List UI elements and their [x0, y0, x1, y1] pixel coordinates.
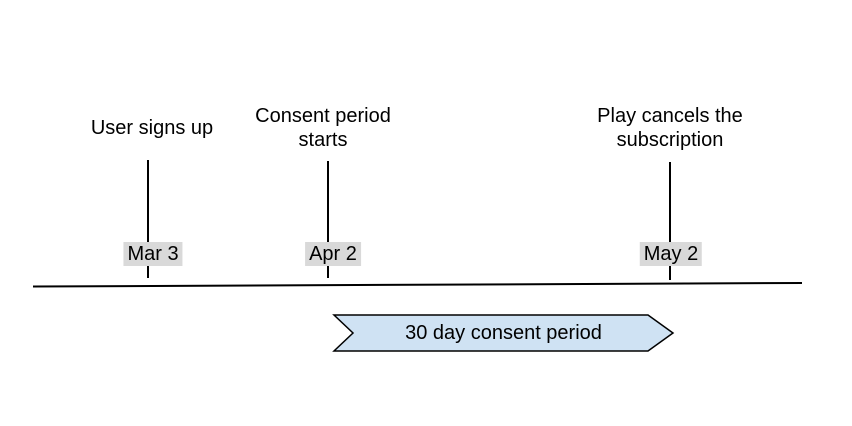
date-label-mar3: Mar 3 — [123, 242, 183, 266]
event-label-text: User signs up — [90, 117, 214, 139]
event-label-consent-period-starts: Consent period starts — [238, 100, 408, 156]
timeline-axis-line — [32, 282, 803, 288]
event-label-text: Consent period starts — [255, 105, 391, 151]
event-label-text: Play cancels the subscription — [597, 105, 743, 151]
date-label-apr2: Apr 2 — [305, 242, 361, 266]
consent-period-banner-label: 30 day consent period — [405, 322, 602, 344]
event-label-user-signs-up: User signs up — [67, 100, 237, 156]
event-label-play-cancels-subscription: Play cancels the subscription — [585, 100, 755, 156]
consent-period-banner-shape — [332, 314, 675, 352]
date-label-may2: May 2 — [639, 242, 703, 266]
